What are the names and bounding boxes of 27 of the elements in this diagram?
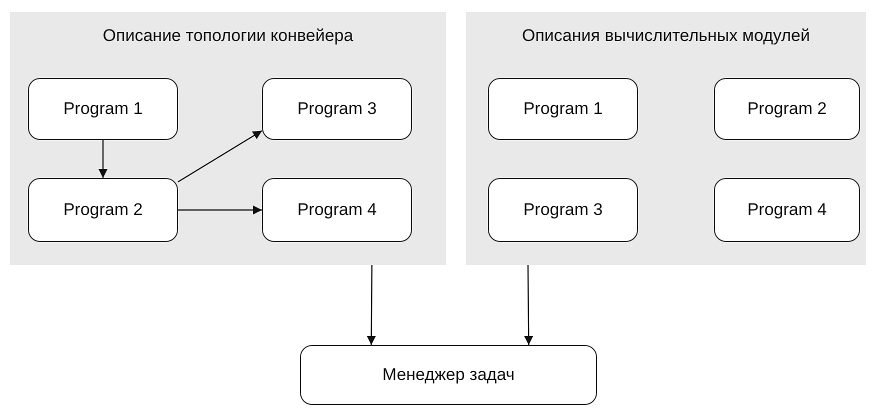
process-box [300, 345, 597, 405]
process-box [714, 78, 860, 140]
group-panel [466, 12, 866, 265]
arrow [178, 206, 262, 214]
box-label: Менеджер задач [382, 365, 515, 385]
box-label: Program 3 [523, 200, 603, 220]
box-label: Program 2 [63, 200, 143, 220]
arrow [524, 265, 534, 345]
arrow [366, 265, 376, 345]
process-box [262, 178, 412, 242]
box-label: Program 4 [297, 200, 377, 220]
process-box [488, 178, 638, 242]
process-box [714, 178, 860, 242]
box-label: Program 3 [297, 99, 377, 119]
panel-title: Описание топологии конвейера [102, 26, 354, 46]
box-label: Program 1 [523, 99, 603, 119]
arrow [98, 140, 108, 178]
box-label: Program 1 [63, 99, 143, 119]
box-label: Program 2 [747, 99, 827, 119]
process-box [262, 78, 412, 140]
group-panel [10, 12, 446, 265]
process-box [488, 78, 638, 140]
process-box [28, 178, 178, 242]
box-label: Program 4 [747, 200, 827, 220]
process-box [28, 78, 178, 140]
arrow [178, 130, 262, 182]
panel-title: Описания вычислительных модулей [521, 26, 811, 46]
